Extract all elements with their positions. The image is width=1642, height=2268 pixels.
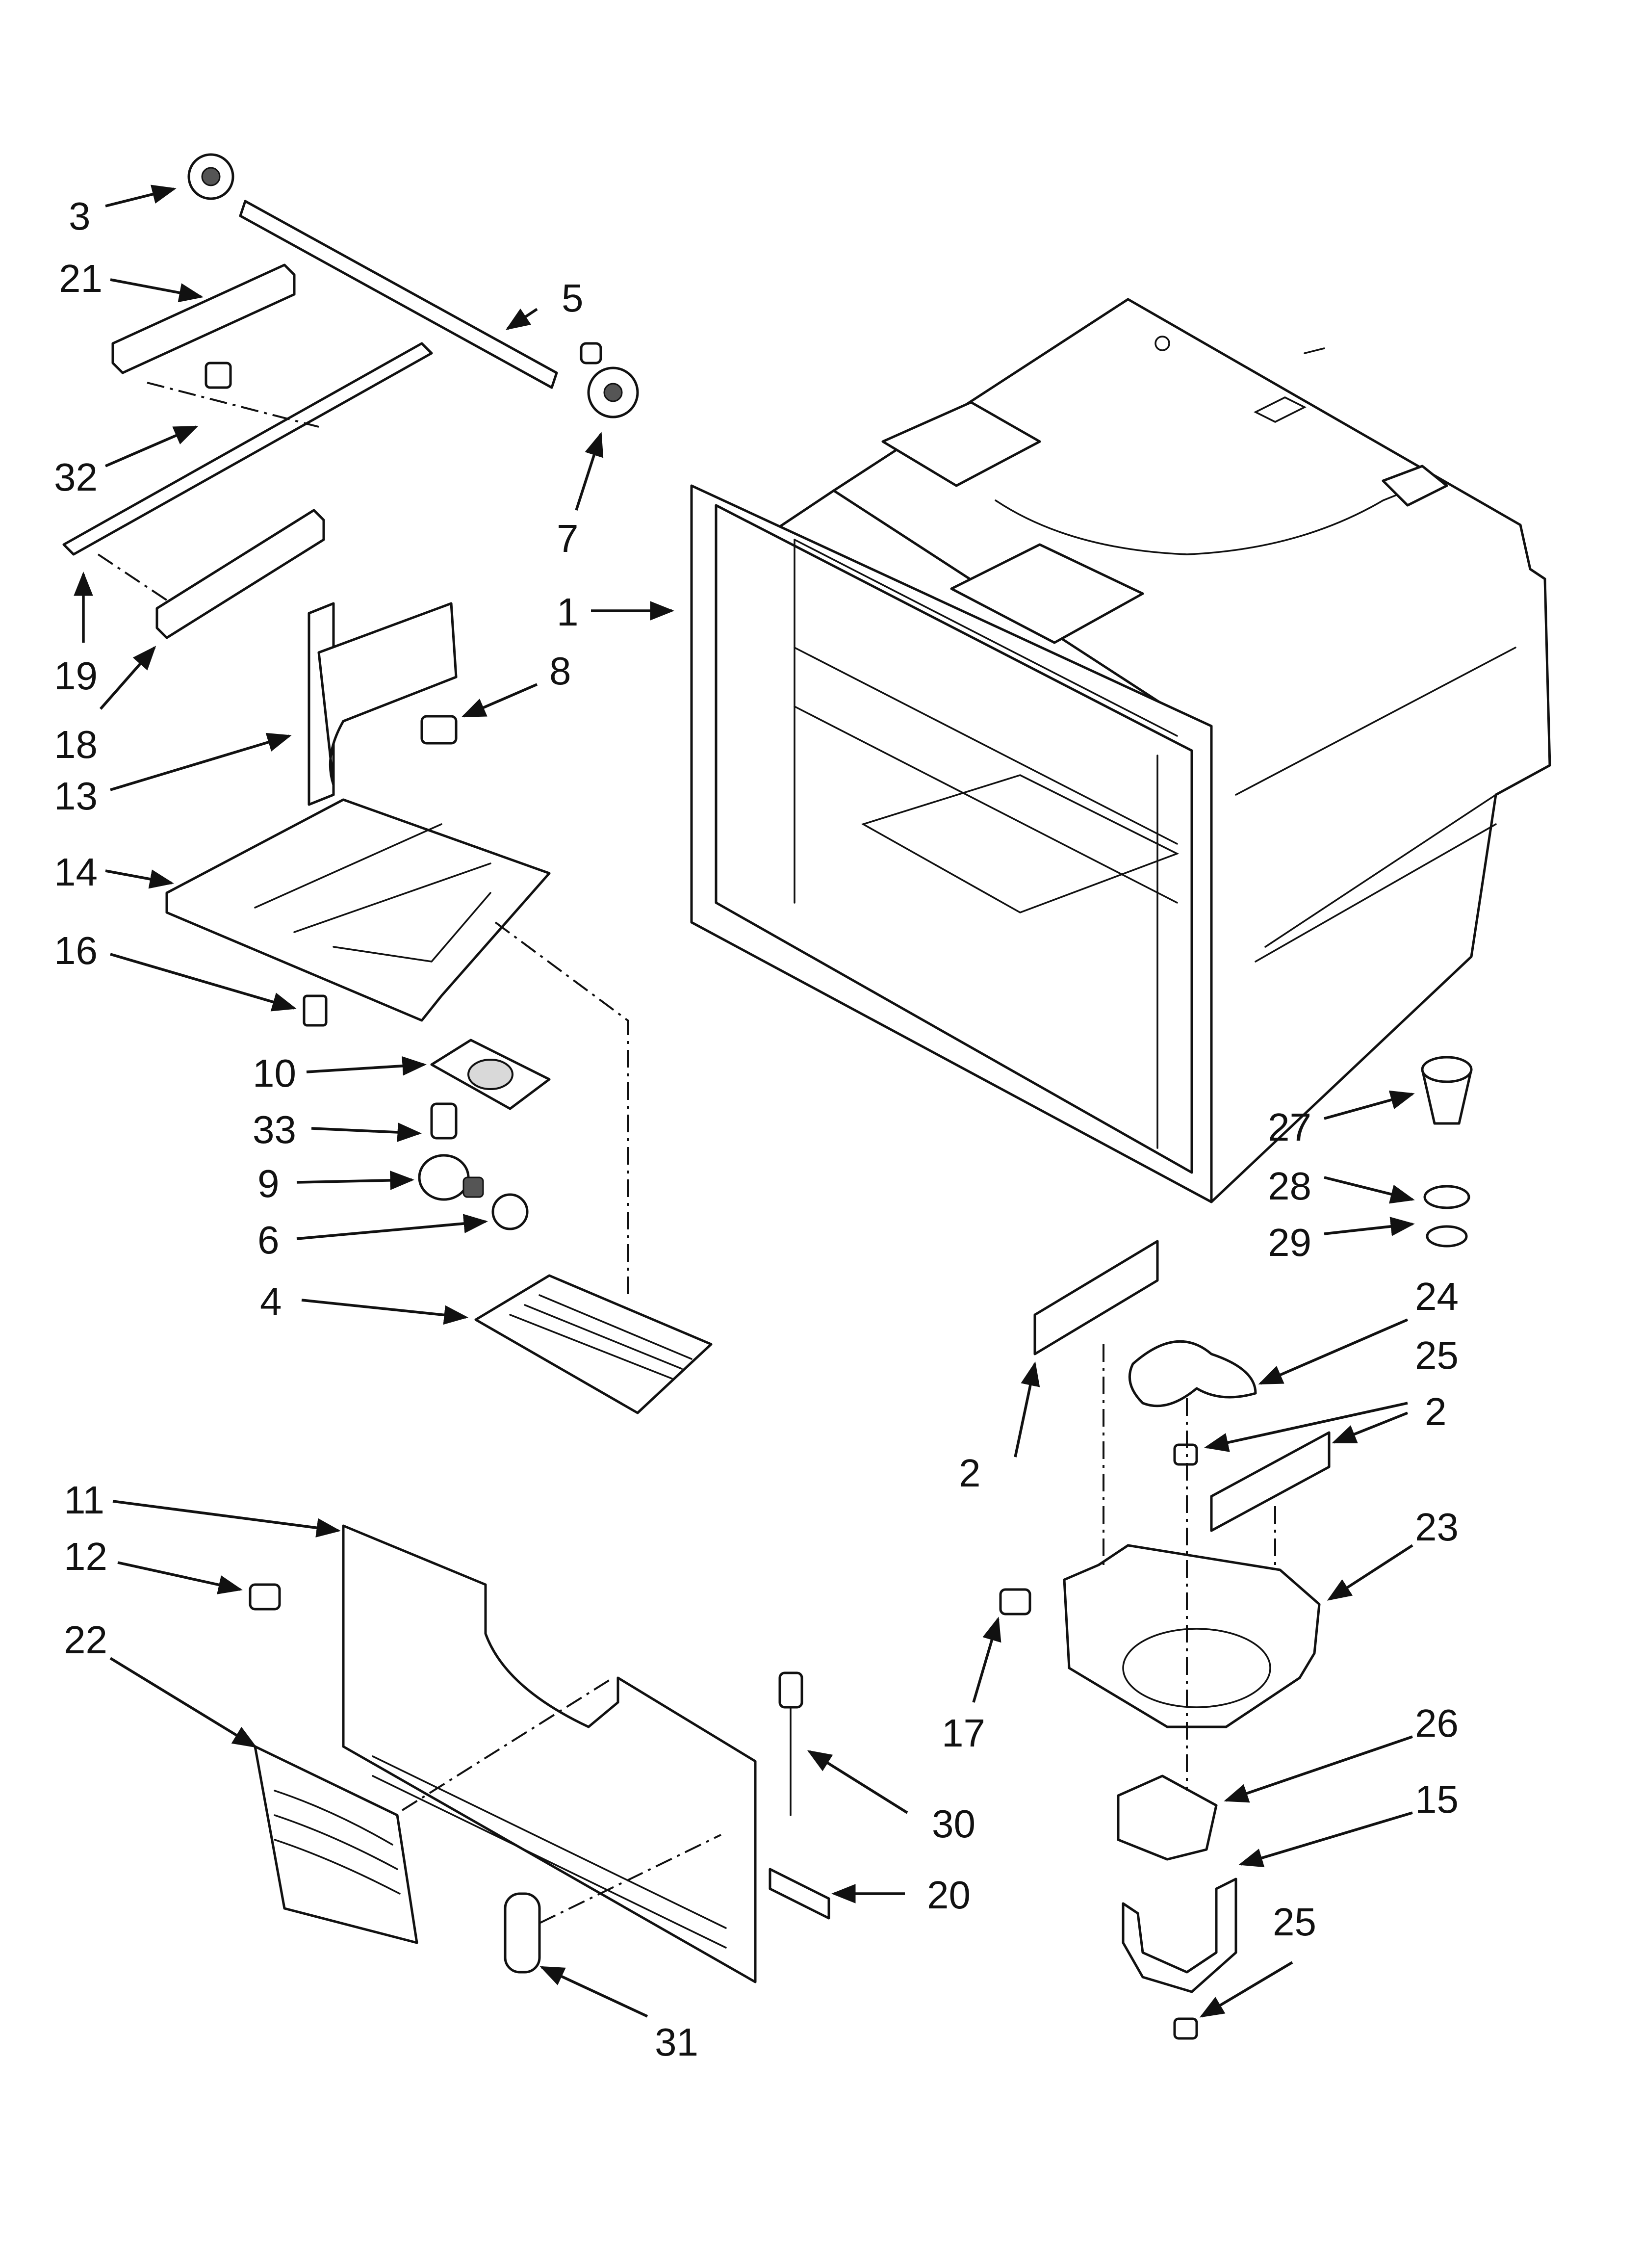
callout-7: 7 (557, 517, 579, 560)
socket-6-part (491, 1193, 529, 1230)
callout-8: 8 (549, 649, 571, 693)
callout-5: 5 (562, 276, 584, 320)
grille-tray-4-part (474, 1274, 713, 1414)
fan-shroud-23-part (1063, 1544, 1321, 1728)
nut-25b-part (1173, 2017, 1198, 2040)
callout-21: 21 (59, 257, 103, 300)
callout-9: 9 (257, 1162, 280, 1205)
rear-panel-11-part (342, 1524, 757, 1983)
callout-13: 13 (54, 774, 98, 818)
sensor-30-part (778, 1671, 803, 1816)
callout-17: 17 (942, 1711, 985, 1755)
gear-left-part (187, 153, 234, 200)
nut-25a-part (1173, 1443, 1198, 1466)
callout-25: 25 (1273, 1900, 1316, 1944)
screw-12-part (249, 1583, 281, 1611)
callout-25: 25 (1415, 1333, 1459, 1377)
clip-31-part (504, 1892, 541, 1974)
grommet-29-part (1426, 1225, 1468, 1248)
callout-27: 27 (1268, 1105, 1311, 1149)
callout-2: 2 (959, 1451, 981, 1495)
slide-rail-upper-part (111, 263, 296, 374)
callout-29: 29 (1268, 1221, 1311, 1264)
panel-alignment-lines (401, 1677, 721, 1924)
callout-15: 15 (1415, 1777, 1459, 1821)
callout-6: 6 (257, 1218, 280, 1262)
leader-lines (74, 184, 1415, 2018)
screw-17-part (999, 1588, 1031, 1616)
callout-14: 14 (54, 850, 98, 894)
drive-shaft-part (239, 200, 558, 389)
light-cover-10-part (430, 1039, 551, 1110)
callout-11: 11 (64, 1478, 104, 1522)
callout-16: 16 (54, 929, 98, 972)
slide-rail-long-part (62, 342, 433, 604)
callout-32: 32 (54, 455, 98, 499)
callout-2: 2 (1425, 1390, 1447, 1434)
callout-19: 19 (54, 654, 98, 698)
alignment-line (494, 921, 629, 1295)
callout-4: 4 (260, 1279, 282, 1323)
screw-33-part (430, 1102, 458, 1140)
callout-24: 24 (1415, 1275, 1459, 1318)
front-grille-22-part (254, 1745, 418, 1944)
callout-labels: 3 21 5 32 7 1 19 18 8 13 14 16 10 33 9 6… (54, 194, 1459, 2064)
callout-26: 26 (1415, 1701, 1459, 1745)
motor-bracket-15-part (1122, 1877, 1237, 1993)
fan-motor-26-part (1117, 1774, 1218, 1861)
screw-32-part (205, 362, 232, 389)
callout-3: 3 (69, 194, 91, 238)
callout-20: 20 (927, 1873, 971, 1917)
gear-right-part (580, 342, 639, 418)
cap-27-part (1421, 1056, 1473, 1125)
callout-33: 33 (253, 1108, 296, 1151)
callout-30: 30 (932, 1802, 975, 1846)
bracket-13-part (308, 602, 458, 806)
pan-housing-14-part (165, 798, 551, 1022)
insulation-2a-part (1033, 1240, 1159, 1356)
switch-16-part (303, 994, 328, 1027)
motor-axis-line (1103, 1344, 1276, 1791)
freezer-liner-part (690, 298, 1551, 1203)
callout-1: 1 (557, 590, 579, 634)
insulation-2b-part (1210, 1431, 1331, 1532)
callout-23: 23 (1415, 1505, 1459, 1549)
callout-12: 12 (64, 1535, 107, 1578)
bulb-9-part (418, 1154, 484, 1201)
slide-rail-lower-part (155, 509, 325, 639)
callout-31: 31 (655, 2020, 698, 2064)
callout-22: 22 (64, 1618, 107, 1662)
callout-28: 28 (1268, 1164, 1311, 1208)
callout-10: 10 (253, 1051, 296, 1095)
callout-18: 18 (54, 723, 98, 766)
fan-blade-24-part (1128, 1340, 1257, 1408)
screw-8-part (420, 715, 458, 745)
oring-28-part (1423, 1185, 1470, 1209)
foam-strip-20-part (769, 1868, 830, 1920)
